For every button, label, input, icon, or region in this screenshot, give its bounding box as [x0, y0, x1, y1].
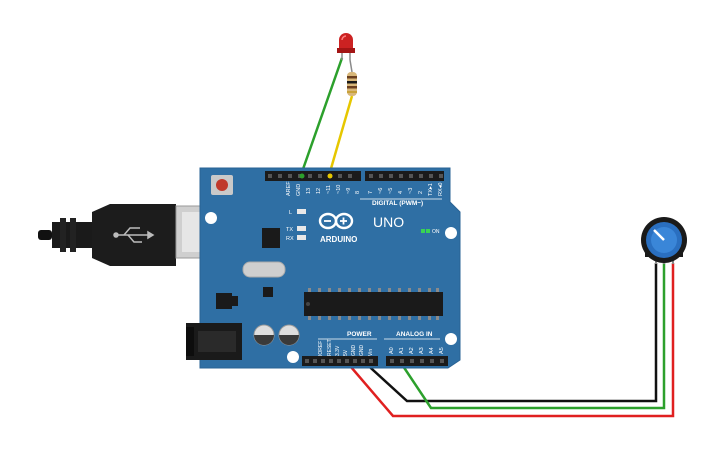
potentiometer[interactable] — [641, 217, 687, 264]
pin-label: ~10 — [336, 185, 342, 194]
mount-hole — [445, 333, 457, 345]
arduino-board[interactable]: AREF GND 13 12 ~11 ~10 ~9 8 7 ~6 ~5 4 ~3… — [199, 167, 461, 369]
analog-header[interactable] — [386, 356, 448, 366]
pot-indicator-icon — [653, 229, 665, 241]
pin-label: 3.3V — [335, 345, 341, 356]
analog-pin-labels: A0 A1 A2 A3 A4 A5 — [389, 347, 445, 354]
pin-label: 7 — [368, 191, 374, 194]
analog-header-label: ANALOG IN — [396, 331, 433, 338]
led-label-rx: RX — [286, 236, 294, 242]
dc-jack[interactable] — [186, 323, 242, 360]
pin-label: IOREF — [318, 341, 324, 356]
wire-endpoint — [299, 173, 305, 179]
pin-label: ~6 — [378, 188, 384, 194]
pin-label: 4 — [398, 191, 404, 194]
pin-label: A4 — [429, 347, 435, 354]
pin-label: A3 — [419, 347, 425, 354]
usb-symbol-icon — [113, 227, 155, 243]
red-led[interactable] — [337, 33, 355, 60]
pin-label: RESET — [327, 339, 333, 356]
reset-button[interactable] — [211, 175, 233, 195]
pin-label: A2 — [409, 347, 415, 354]
mount-hole — [445, 227, 457, 239]
digital-header-label: DIGITAL (PWM~) — [372, 200, 423, 207]
wire-pot-a0[interactable] — [397, 263, 666, 410]
wire-endpoint — [327, 173, 333, 179]
power-led: ON — [421, 229, 440, 235]
pin-label: 12 — [316, 188, 322, 194]
crystal — [242, 261, 286, 278]
arduino-logo-icon — [318, 212, 354, 230]
pin-label: GND — [351, 345, 357, 357]
voltage-regulator — [216, 293, 238, 309]
microcontroller-chip — [304, 288, 443, 320]
pin-label: Vin — [368, 349, 374, 356]
digital-pin-labels: AREF GND 13 12 ~11 ~10 ~9 8 7 ~6 ~5 4 ~3… — [286, 181, 444, 196]
status-leds: L TX RX — [286, 209, 306, 242]
wire-pot-gnd[interactable] — [361, 263, 658, 403]
usb-cable-end — [38, 230, 52, 240]
power-pin-labels: IOREF RESET 3.3V 5V GND GND Vin — [318, 339, 374, 356]
pin-label: ~11 — [326, 185, 332, 194]
digital-header[interactable] — [265, 171, 444, 181]
wire-resistor-pin9[interactable] — [328, 95, 354, 173]
power-header-label: POWER — [347, 331, 372, 338]
on-label: ON — [432, 229, 440, 235]
capacitors — [253, 324, 300, 346]
pin-label: 13 — [306, 188, 312, 194]
wire-led-gnd[interactable] — [300, 57, 344, 173]
pin-label: 8 — [355, 191, 361, 194]
mount-hole — [205, 212, 217, 224]
resistor[interactable] — [347, 59, 357, 96]
pin-label: A0 — [389, 347, 395, 354]
pin-label: A1 — [399, 347, 405, 354]
pin-label: 5V — [343, 349, 349, 356]
small-component — [263, 287, 273, 297]
pin-label: ~5 — [388, 188, 394, 194]
mount-hole — [287, 351, 299, 363]
brand-text: ARDUINO — [320, 235, 357, 244]
pin-label: A5 — [439, 347, 445, 354]
pin-label: AREF — [286, 181, 292, 196]
pin-label: ~3 — [408, 188, 414, 194]
wires — [300, 57, 675, 418]
pin-label: RX◂0 — [438, 183, 444, 196]
pin-label: GND — [296, 184, 302, 196]
pin-label: GND — [359, 345, 365, 357]
power-header[interactable] — [302, 356, 378, 366]
led-label-l: L — [289, 210, 292, 216]
pin-label: TX▸1 — [428, 183, 434, 196]
wire-pot-5v[interactable] — [344, 263, 675, 418]
led-label-tx: TX — [286, 227, 293, 233]
pin-label: 2 — [418, 191, 424, 194]
usb-chip — [262, 228, 280, 248]
model-text: UNO — [373, 214, 404, 230]
pin-label: ~9 — [346, 188, 352, 194]
